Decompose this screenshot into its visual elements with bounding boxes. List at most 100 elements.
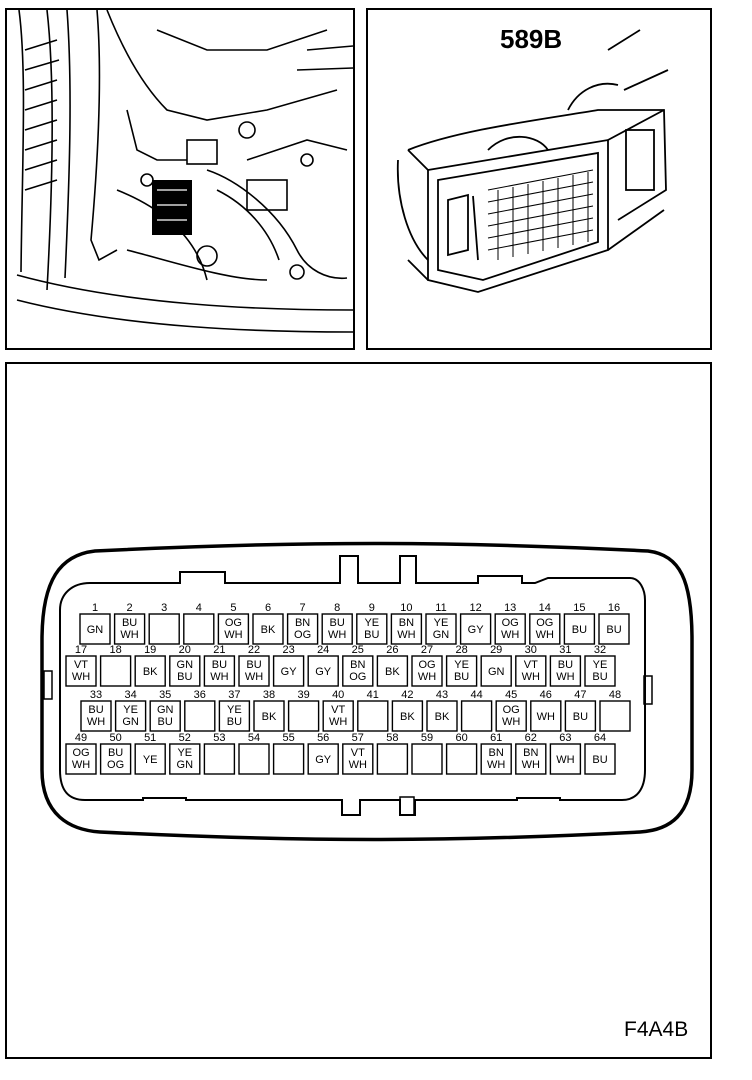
pin-39: 39 <box>287 689 320 732</box>
pin-cavity <box>65 655 97 687</box>
pin-number: 34 <box>124 689 136 701</box>
pin-59: 59 <box>411 732 443 775</box>
pin-cavity <box>238 743 270 775</box>
pin-cavity <box>79 613 111 645</box>
pin-54: 54 <box>238 732 270 775</box>
pin-number: 63 <box>559 732 571 744</box>
wire-color-primary: VT <box>524 659 538 671</box>
connector-code-label: 589B <box>500 24 563 54</box>
wire-color-primary: YE <box>434 617 449 629</box>
pin-number: 30 <box>525 644 537 656</box>
pin-cavity <box>357 700 389 732</box>
pin-number: 31 <box>559 644 571 656</box>
pin-53: 53 <box>203 732 236 775</box>
wire-color: WH <box>537 711 555 723</box>
pin-cavity <box>425 613 457 645</box>
pin-cavity <box>272 743 305 775</box>
wire-color-stripe: BU <box>227 716 242 728</box>
wire-color-stripe: GN <box>122 716 139 728</box>
pin-cavity <box>445 655 478 687</box>
pin-number: 58 <box>386 732 398 744</box>
wire-color-stripe: WH <box>349 759 367 771</box>
pin-cavity <box>169 743 201 775</box>
pin-41: 41 <box>357 689 389 732</box>
pin-cavity <box>515 655 547 687</box>
pin-cavity <box>183 613 215 645</box>
pin-cavity <box>99 743 132 775</box>
pin-cavity <box>342 655 374 687</box>
pin-number: 19 <box>144 644 156 656</box>
pin-cavity <box>148 613 180 645</box>
pin-number: 64 <box>594 732 606 744</box>
pin-number: 39 <box>297 689 309 701</box>
pin-cavity <box>134 743 166 775</box>
pin-number: 24 <box>317 644 329 656</box>
pin-number: 28 <box>455 644 467 656</box>
pin-number: 41 <box>367 689 379 701</box>
pin-number: 42 <box>401 689 413 701</box>
pin-6: 6BK <box>252 602 284 645</box>
pin-cavity <box>307 655 339 687</box>
wire-color-primary: BN <box>295 617 310 629</box>
pin-number: 62 <box>525 732 537 744</box>
pin-number: 59 <box>421 732 433 744</box>
wire-color-stripe: BU <box>454 671 469 683</box>
wire-color-stripe: WH <box>87 716 105 728</box>
pin-number: 4 <box>196 602 202 614</box>
wire-color-stripe: WH <box>487 759 505 771</box>
pin-number: 49 <box>75 732 87 744</box>
pin-cavity <box>203 655 236 687</box>
wire-color: GY <box>315 666 332 678</box>
connector-photo-illustration <box>366 8 712 350</box>
pin-number: 45 <box>505 689 517 701</box>
pin-cavity <box>584 743 616 775</box>
wire-color: GY <box>468 624 485 636</box>
connector-location-marker <box>152 180 192 235</box>
pin-cavity <box>253 700 285 732</box>
pin-cavity <box>203 743 236 775</box>
pin-cavity <box>321 613 353 645</box>
pin-number: 51 <box>144 732 156 744</box>
pin-cavity <box>494 613 526 645</box>
pin-number: 20 <box>179 644 191 656</box>
wire-color: BK <box>400 711 415 723</box>
wire-color: BK <box>261 624 276 636</box>
pin-number: 52 <box>179 732 191 744</box>
pin-cavity <box>217 613 250 645</box>
pin-number: 55 <box>282 732 294 744</box>
wire-color: BU <box>592 754 607 766</box>
wire-color-stripe: WH <box>120 629 138 641</box>
wire-color: GY <box>281 666 298 678</box>
wire-color-stripe: WH <box>502 716 520 728</box>
pin-cavity <box>529 613 561 645</box>
wire-color-primary: BN <box>350 659 365 671</box>
pin-number: 56 <box>317 732 329 744</box>
pin-cavity <box>218 700 251 732</box>
pin-number: 33 <box>90 689 102 701</box>
pin-number: 60 <box>455 732 467 744</box>
pin-cavity <box>134 655 166 687</box>
wire-color-stripe: BU <box>592 671 607 683</box>
wire-color-stripe: WH <box>72 671 90 683</box>
wire-color-stripe: WH <box>329 716 347 728</box>
